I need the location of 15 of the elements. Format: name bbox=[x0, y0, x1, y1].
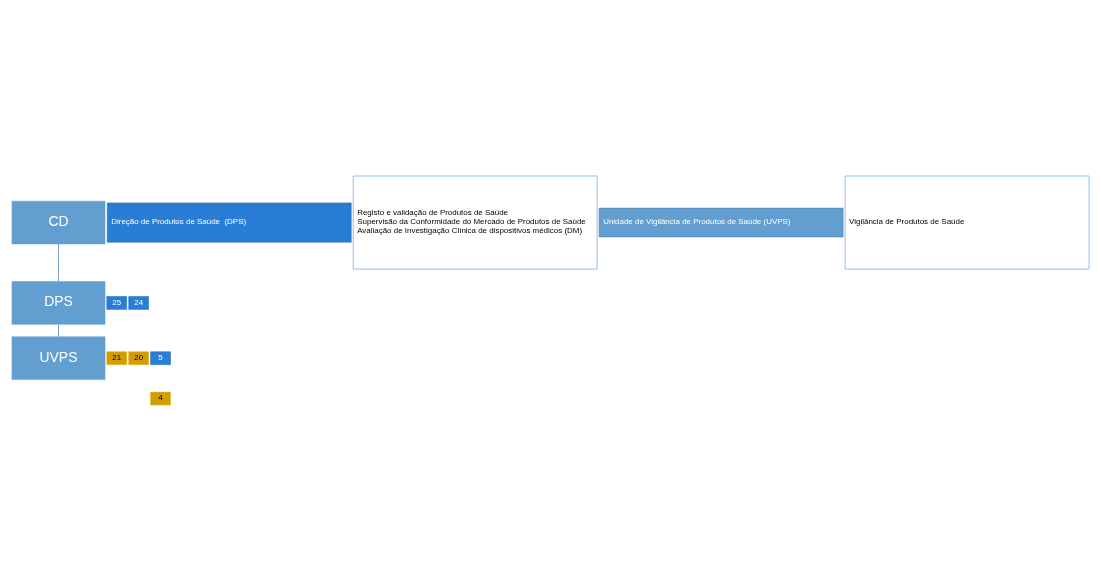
node-box: 21 bbox=[106, 351, 127, 365]
node-box: UVPS bbox=[11, 336, 106, 380]
node-box: 25 bbox=[106, 296, 127, 310]
node-box: 24 bbox=[128, 296, 149, 310]
node-box: 5 bbox=[150, 351, 171, 365]
node-box: CD bbox=[11, 200, 106, 245]
node-box: Vigilância de Produtos de Saúde bbox=[844, 175, 1090, 270]
node-box: Registo e validação de Produtos de Saúde Supervisão da Conformidade do Mercado de Produtos de Saúde Avaliação de Investigação Clínica de dispositivos médicos (DM) bbox=[352, 175, 598, 270]
node-box: 4 bbox=[150, 391, 171, 406]
node-box: Unidade de Vigilância de Produtos de Saúde (UVPS) bbox=[598, 207, 844, 238]
connector bbox=[58, 243, 59, 282]
node-box: DPS bbox=[11, 281, 106, 325]
node-box: Direção de Produtos de Saúde (DPS) bbox=[107, 202, 352, 243]
connector bbox=[58, 324, 59, 338]
node-box: 20 bbox=[128, 351, 149, 365]
